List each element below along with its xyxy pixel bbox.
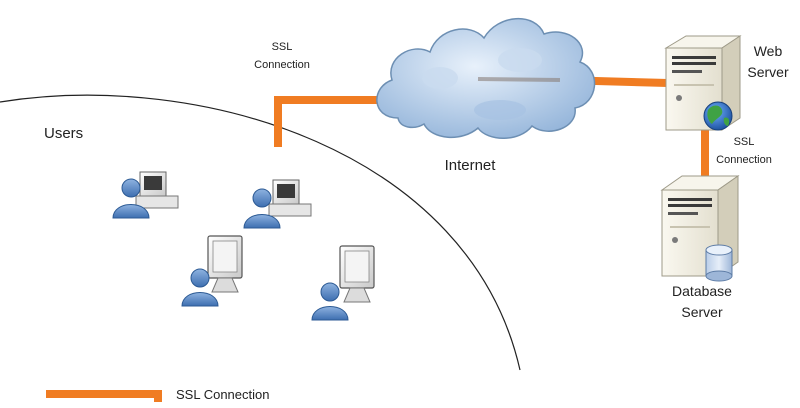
ssl-right-label-line1: SSL: [734, 136, 755, 148]
legend-ssl-line: [46, 390, 162, 402]
database-server-label-line2: Server: [681, 304, 723, 320]
internet-label: Internet: [445, 157, 497, 174]
user-monitor-icon: [311, 245, 375, 321]
database-cylinder-icon: [705, 244, 733, 282]
globe-icon: [703, 101, 733, 131]
database-server-label-line1: Database: [672, 283, 732, 299]
cloud-icon: [376, 18, 596, 139]
web-server-label-line1: Web: [754, 43, 783, 59]
web-server-label-line2: Server: [747, 64, 789, 80]
legend-label: SSL Connection: [176, 387, 269, 402]
ssl-right-label-line2: Connection: [716, 154, 772, 166]
user-desktop-icon: [243, 179, 312, 229]
users-label: Users: [44, 125, 83, 142]
users-boundary-arc: [0, 94, 521, 371]
user-desktop-icon: [112, 171, 179, 219]
database-server-icon: [660, 175, 740, 277]
ssl-top-label-line1: SSL: [272, 41, 293, 53]
user-monitor-icon: [181, 235, 243, 307]
ssl-top-label-line2: Connection: [254, 59, 310, 71]
ssl-line-users-internet: [274, 96, 385, 147]
